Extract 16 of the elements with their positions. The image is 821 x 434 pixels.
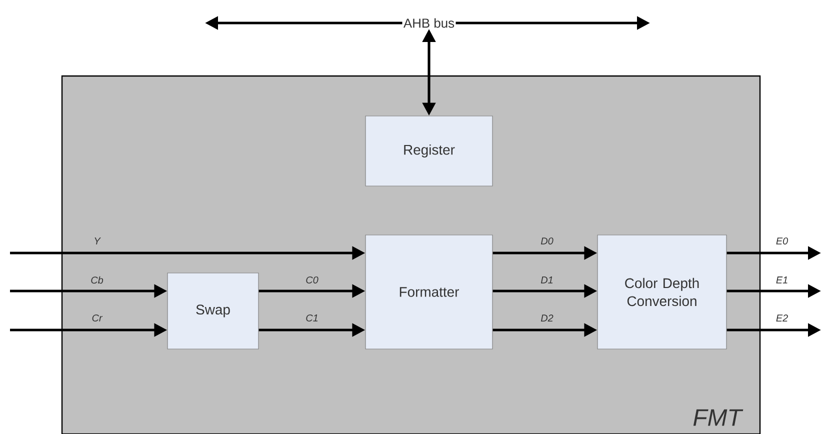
edge-label: D0 (540, 237, 554, 245)
edge-label: Y (94, 238, 101, 244)
edge-label: E0 (776, 237, 788, 245)
process-box: Register (365, 116, 493, 186)
process-box: Formatter (365, 234, 493, 350)
process-box: Color Depth Conversion (597, 234, 727, 350)
edge-label: E1 (776, 276, 788, 284)
edge-label: D2 (540, 314, 554, 322)
process-box: Swap (167, 272, 259, 350)
edge-label: E2 (776, 314, 788, 322)
bus-label: AHB bus (402, 17, 456, 29)
edge-label: C1 (306, 314, 318, 322)
edge-label: D1 (540, 276, 553, 284)
edge-label: C0 (306, 276, 318, 284)
edge-label: Cr (92, 314, 103, 322)
edge-label: Cb (91, 276, 104, 284)
